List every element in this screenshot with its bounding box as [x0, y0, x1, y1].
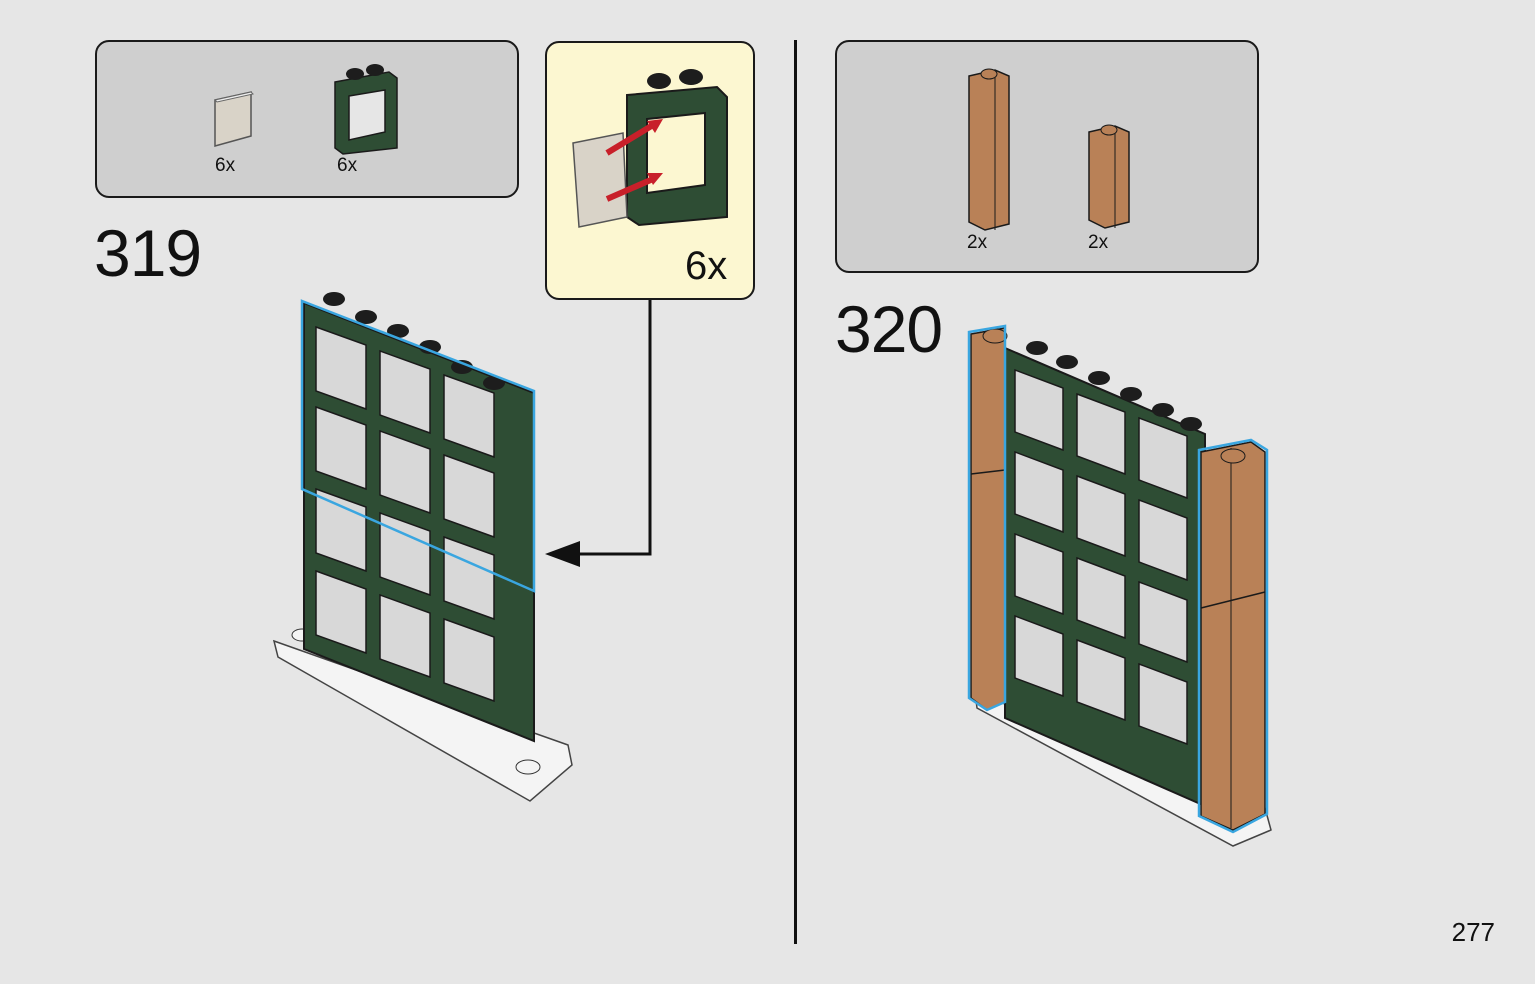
subassembly-illustration [572, 69, 728, 228]
glass-pane-icon [214, 91, 254, 147]
parts-list-320: 2x 2x [835, 40, 1259, 273]
tan-short-brick-icon [1088, 124, 1130, 229]
part-qty-glass: 6x [215, 155, 236, 176]
page-number: 277 [1451, 917, 1495, 947]
step-number-320: 320 [835, 292, 943, 366]
part-qty-tall-brick: 2x [967, 232, 988, 253]
window-wall-model-319 [272, 292, 573, 802]
part-qty-frame: 6x [337, 155, 358, 176]
tan-tall-brick-icon [968, 68, 1010, 231]
subassembly-qty: 6x [685, 244, 728, 288]
part-qty-short-brick: 2x [1088, 232, 1109, 253]
page-divider [794, 40, 797, 944]
window-wall-model-320 [967, 324, 1272, 847]
window-frame-icon [334, 64, 398, 155]
step-number-319: 319 [94, 216, 202, 290]
parts-list-319: 6x 6x [95, 40, 519, 198]
subassembly-callout: 6x [545, 41, 755, 300]
